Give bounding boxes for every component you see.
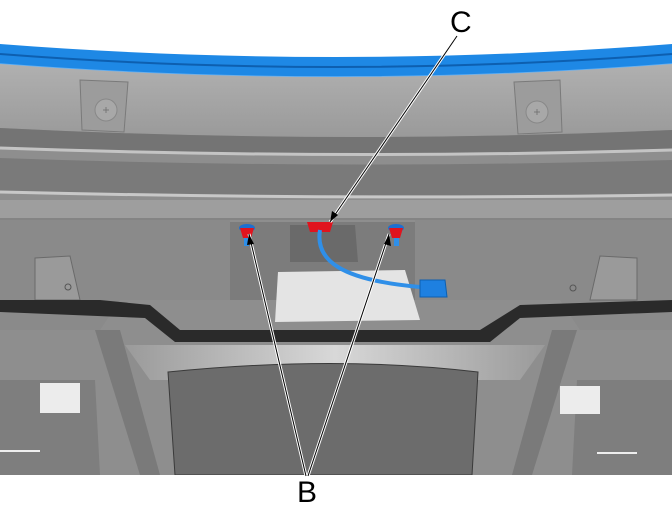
harness-clip — [307, 222, 333, 232]
leader-line-c — [328, 35, 459, 223]
leader-lines-b — [247, 233, 391, 477]
harness-connector — [419, 279, 448, 298]
mounting-pad-left — [79, 79, 129, 133]
callout-label-c: C — [450, 6, 472, 39]
wire-harness — [317, 229, 421, 289]
fastener-right — [388, 224, 404, 246]
callout-label-b: B — [297, 476, 318, 509]
lower-cover — [167, 363, 479, 476]
mounting-pad-right — [513, 79, 563, 135]
weatherstrip — [0, 44, 672, 77]
